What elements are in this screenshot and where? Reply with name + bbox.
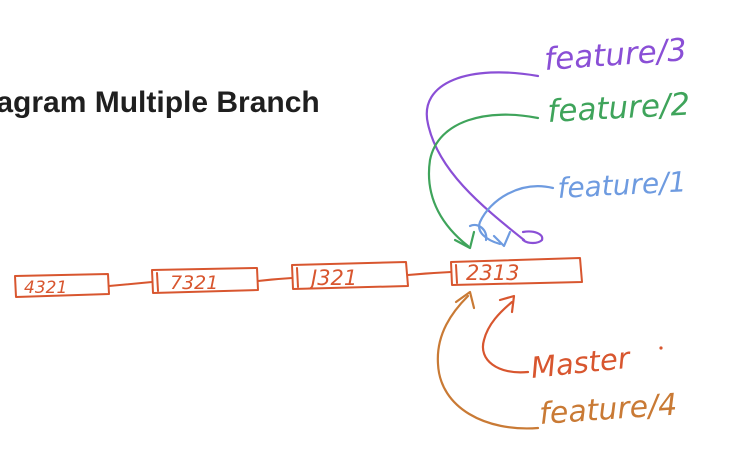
commit-box-7321 — [151, 267, 259, 294]
master-label: Master — [529, 341, 633, 385]
commit-id-J321: J321 — [307, 266, 357, 290]
feature4-arrowhead — [454, 290, 476, 310]
feature3-arrowhead — [521, 230, 544, 245]
feature4-label: feature/4 — [538, 387, 678, 432]
commit-box-J321 — [291, 261, 409, 290]
connector-1 — [108, 281, 153, 287]
master-dot — [659, 346, 663, 350]
feature2-arrow — [427, 113, 540, 248]
commit-box-2313 — [450, 257, 583, 286]
branch-feature3 — [425, 71, 544, 245]
branch-feature1 — [468, 185, 555, 248]
commit-box-4321 — [14, 273, 110, 298]
feature1-arrowhead — [492, 230, 512, 248]
branch-feature2 — [427, 113, 540, 250]
feature3-label: feature/3 — [543, 32, 688, 78]
connector-2 — [257, 277, 293, 282]
commit-id-2313: 2313 — [466, 261, 519, 285]
feature4-arrow — [436, 294, 540, 430]
branch-feature4 — [436, 290, 540, 430]
feature1-label: feature/1 — [557, 165, 688, 205]
commit-id-7321: 7321 — [170, 272, 218, 294]
feature1-hook — [468, 223, 488, 242]
connector-3 — [407, 271, 452, 276]
feature2-label: feature/2 — [547, 87, 691, 130]
commit-id-4321: 4321 — [24, 278, 67, 298]
master-arrowhead — [498, 294, 516, 314]
feature3-arrow — [425, 71, 540, 242]
branch-master — [481, 294, 530, 374]
master-arrow — [481, 300, 530, 374]
feature1-arrow — [478, 185, 555, 246]
feature2-arrowhead — [453, 230, 476, 250]
slide-title: iagram Multiple Branch — [0, 86, 320, 119]
